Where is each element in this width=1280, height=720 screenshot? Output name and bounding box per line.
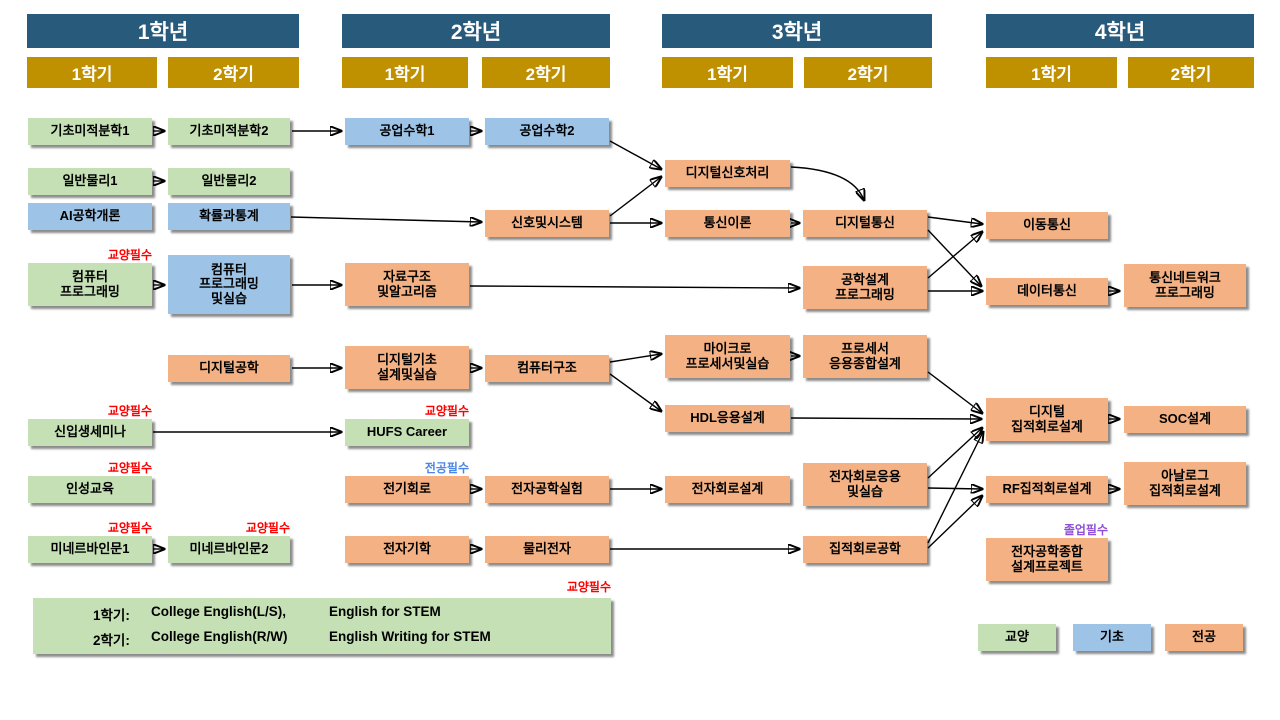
arrow-dsp-digitalcomm (790, 166, 864, 200)
course-digital-basic-design: 디지털기초 설계및실습 (345, 346, 469, 389)
year-header-2: 2학년 (342, 14, 610, 48)
year-header-3: 3학년 (662, 14, 932, 48)
course-proc-design: 프로세서 응용종합설계 (803, 335, 927, 378)
course-digital-comm: 디지털통신 (803, 210, 927, 237)
legend-basic: 기초 (1073, 624, 1151, 651)
arrow-signals-dsp (609, 177, 661, 217)
course-emath1: 공업수학1 (345, 118, 469, 145)
course-phys1: 일반물리1 (28, 168, 152, 195)
course-ic-eng: 집적회로공학 (803, 536, 927, 563)
course-digital-eng: 디지털공학 (168, 355, 290, 382)
arrow-hdl-digitalic (790, 418, 981, 419)
course-circuit-app: 전자회로응용 및실습 (803, 463, 927, 506)
course-comm-network-prog: 통신네트워크 프로그래밍 (1124, 264, 1246, 307)
course-ai-intro: AI공학개론 (28, 203, 152, 230)
course-phys-elec: 물리전자 (485, 536, 609, 563)
english-row-sem1: 1학기: College English(L/S), English for S… (33, 604, 611, 624)
badge-major-required-circuits: 전공필수 (424, 461, 469, 475)
course-comp-prog: 컴퓨터 프로그래밍 (28, 263, 152, 306)
arrow-engdesign-mobilecomm (927, 232, 982, 279)
english-sem2-course: College English(R/W) (151, 628, 288, 644)
arrow-digitalcomm-datacomm (927, 229, 981, 286)
course-digital-ic: 디지털 집적회로설계 (986, 398, 1108, 441)
arrow-procdesign-digitalic (927, 371, 982, 413)
course-signals: 신호및시스템 (485, 210, 609, 237)
course-calc1: 기초미적분학1 (28, 118, 152, 145)
course-data-struct: 자료구조 및알고리즘 (345, 263, 469, 306)
course-comp-prog-lab: 컴퓨터 프로그래밍 및실습 (168, 255, 290, 314)
badge-ge-required-minerva2: 교양필수 (245, 521, 290, 535)
semester-header-4-1: 1학기 (986, 57, 1117, 88)
badge-ge-required-freshman: 교양필수 (107, 404, 152, 418)
semester-header-1-2: 2학기 (168, 57, 299, 88)
english-sem2-label: 2학기: (93, 632, 130, 648)
english-courses-box: 1학기: College English(L/S), English for S… (33, 598, 611, 654)
arrow-comparch-microlab (609, 354, 661, 363)
legend-major: 전공 (1165, 624, 1243, 651)
year-header-4: 4학년 (986, 14, 1254, 48)
english-row-sem2: 2학기: College English(R/W) English Writin… (33, 629, 611, 649)
english-sem1-course: College English(L/S), (151, 603, 287, 619)
course-minerva1: 미네르바인문1 (28, 536, 152, 563)
course-em: 전자기학 (345, 536, 469, 563)
course-analog-ic: 아날로그 집적회로설계 (1124, 462, 1246, 505)
arrow-comparch-hdl (609, 373, 661, 411)
course-comm-theory: 통신이론 (665, 210, 790, 237)
course-data-comm: 데이터통신 (986, 278, 1108, 305)
arrow-emath2-dsp (609, 140, 661, 169)
badge-ge-required-hufs: 교양필수 (424, 404, 469, 418)
english-sem1-course2: English for STEM (329, 603, 441, 619)
course-mobile-comm: 이동통신 (986, 212, 1108, 239)
semester-header-3-1: 1학기 (662, 57, 793, 88)
arrow-probstat-signals (290, 216, 481, 222)
arrow-datastruct-engdesign (469, 286, 799, 288)
semester-header-1-1: 1학기 (27, 57, 157, 88)
course-capstone: 전자공학종합 설계프로젝트 (986, 538, 1108, 581)
course-calc2: 기초미적분학2 (168, 118, 290, 145)
arrow-circuitapp-digitalic (927, 428, 982, 479)
semester-header-2-1: 1학기 (342, 57, 468, 88)
course-micro-lab: 마이크로 프로세서및실습 (665, 335, 790, 378)
course-phys2: 일반물리2 (168, 168, 290, 195)
english-sem1-label: 1학기: (93, 607, 130, 623)
legend-ge: 교양 (978, 624, 1056, 651)
course-circuit-design: 전자회로설계 (665, 476, 790, 503)
course-circuits: 전기회로 (345, 476, 469, 503)
semester-header-3-2: 2학기 (804, 57, 932, 88)
arrow-digitalcomm-mobilecomm (927, 216, 982, 224)
course-hufs-career: HUFS Career (345, 419, 469, 446)
course-hdl: HDL응용설계 (665, 405, 790, 432)
semester-header-4-2: 2학기 (1128, 57, 1254, 88)
badge-ge-required-english: 교양필수 (566, 580, 611, 594)
course-soc: SOC설계 (1124, 406, 1246, 433)
course-eng-design-prog: 공학설계 프로그래밍 (803, 266, 927, 309)
semester-header-2-2: 2학기 (482, 57, 610, 88)
year-header-1: 1학년 (27, 14, 299, 48)
course-dsp: 디지털신호처리 (665, 160, 790, 187)
course-freshman-seminar: 신입생세미나 (28, 419, 152, 446)
arrow-iceng-rfic (927, 496, 982, 549)
badge-grad-required-capstone: 졸업필수 (1063, 523, 1108, 537)
arrow-iceng-digitalic (927, 432, 983, 544)
badge-ge-required-compprog: 교양필수 (107, 248, 152, 262)
course-prob-stat: 확률과통계 (168, 203, 290, 230)
english-sem2-course2: English Writing for STEM (329, 628, 491, 644)
course-elec-lab: 전자공학실험 (485, 476, 609, 503)
badge-ge-required-personality: 교양필수 (107, 461, 152, 475)
arrow-circuitapp-rfic (927, 488, 982, 489)
badge-ge-required-minerva1: 교양필수 (107, 521, 152, 535)
course-emath2: 공업수학2 (485, 118, 609, 145)
course-rf-ic: RF집적회로설계 (986, 476, 1108, 503)
course-comp-arch: 컴퓨터구조 (485, 355, 609, 382)
course-personality: 인성교육 (28, 476, 152, 503)
course-minerva2: 미네르바인문2 (168, 536, 290, 563)
